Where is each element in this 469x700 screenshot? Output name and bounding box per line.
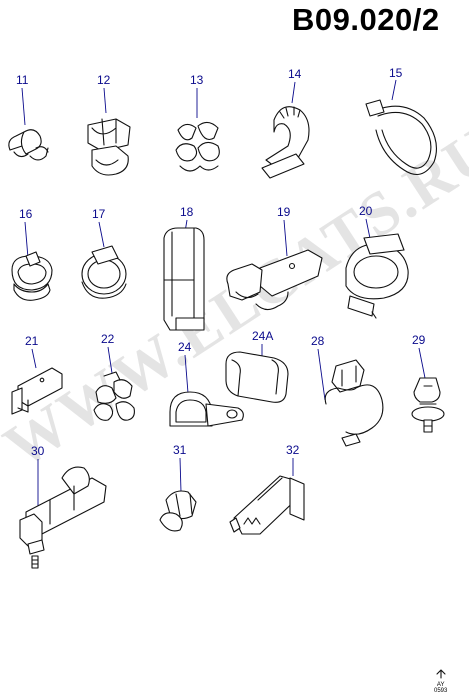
part-31-pipe-clip	[159, 490, 197, 532]
part-12-stacked-clip	[87, 118, 131, 176]
callout-11: 11	[16, 73, 29, 87]
callout-14: 14	[288, 67, 302, 81]
callout-24: 24	[178, 340, 192, 354]
callout-18: 18	[180, 205, 194, 219]
callout-20: 20	[359, 204, 373, 218]
callout-28: 28	[311, 334, 325, 348]
corner-mark-icon	[436, 669, 446, 679]
part-29-push-clip	[411, 377, 445, 433]
part-28-strap-clip	[324, 359, 384, 447]
callout-19: 19	[277, 205, 291, 219]
part-24a-sleeve	[225, 351, 289, 403]
callout-17: 17	[92, 207, 106, 221]
callout-22: 22	[101, 332, 115, 346]
callout-32: 32	[286, 443, 300, 457]
diagram-code: B09.020/2	[292, 2, 440, 37]
callout-12: 12	[97, 73, 111, 87]
part-20-clamp	[345, 233, 409, 319]
part-30-double-clip	[19, 466, 107, 569]
part-15-cable-tie	[365, 99, 437, 176]
part-18-long-bracket	[163, 227, 205, 331]
part-11-double-clip	[8, 129, 49, 161]
callout-15: 15	[389, 66, 403, 80]
part-14-strap-clip	[261, 106, 310, 179]
corner-reference: AY 0593	[434, 682, 447, 694]
corner-reference-line-1: AY	[436, 682, 445, 688]
callout-31: 31	[173, 443, 187, 457]
callout-29: 29	[412, 333, 426, 347]
callout-30: 30	[31, 444, 45, 458]
part-17-hose-clamp	[81, 245, 127, 299]
callout-21: 21	[25, 334, 39, 348]
part-16-spring-clip	[11, 251, 53, 301]
part-19-bracket-clip	[226, 249, 323, 311]
callout-13: 13	[190, 73, 204, 87]
callout-24a: 24A	[252, 329, 274, 343]
corner-reference-line-2: 0593	[434, 688, 448, 694]
part-13-triple-clip	[175, 121, 220, 172]
part-21-bracket	[11, 367, 63, 415]
part-24-p-clip	[169, 391, 244, 427]
part-22-multi-clip	[93, 371, 135, 421]
callout-16: 16	[19, 207, 33, 221]
part-32-mounting-bracket	[229, 475, 305, 535]
